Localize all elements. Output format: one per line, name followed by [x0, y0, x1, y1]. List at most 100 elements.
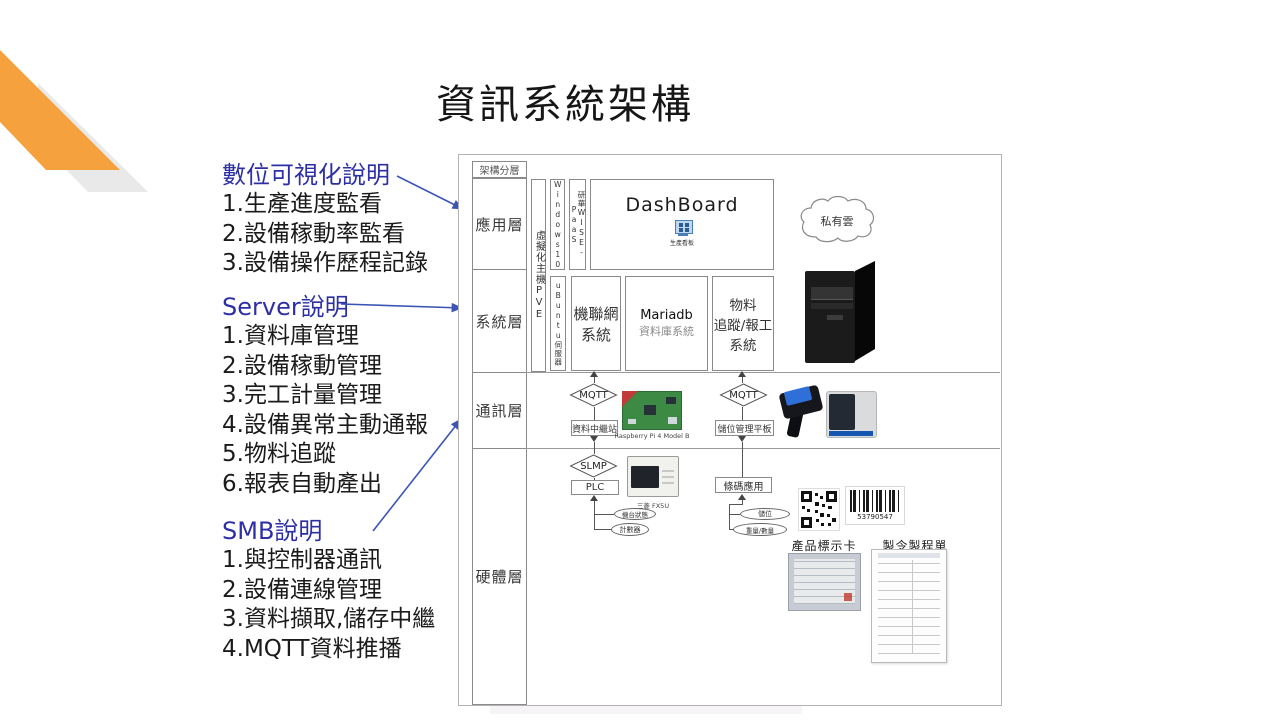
mqtt-diamond-left: MQTT [569, 383, 618, 407]
note-line: 3.完工計量管理 [222, 382, 382, 408]
monitor-icon [675, 220, 693, 234]
product-card-label: 產品標示卡 [791, 539, 857, 553]
cloud-label: 私有雲 [820, 215, 854, 228]
fx5u-detail [662, 482, 674, 484]
handheld-scanner-image [777, 384, 824, 442]
server-front [805, 271, 855, 363]
machine-network-line1: 機聯網 [573, 304, 619, 323]
connector [594, 529, 611, 530]
divider-hw [526, 448, 1000, 449]
connector [594, 442, 595, 454]
connector [594, 501, 595, 530]
box-windows10: Windows10 [550, 179, 565, 270]
server-logo [827, 315, 843, 320]
mqtt-right-label: MQTT [729, 389, 758, 401]
box-material-tracking: 物料 追蹤/報工 系統 [712, 276, 774, 371]
barcode-image: 53790547 [845, 486, 905, 525]
note-line: 1.與控制器通訊 [222, 547, 382, 573]
layer-hardware: 硬體層 [472, 448, 527, 705]
note-line: 1.資料庫管理 [222, 323, 359, 349]
barcode-stripes [850, 490, 900, 512]
connector [594, 514, 614, 515]
box-plc: PLC [571, 480, 619, 495]
tablet-screen [829, 394, 855, 430]
slmp-label: SLMP [580, 460, 607, 472]
note-smb-heading: SMB說明 [222, 517, 323, 545]
mariadb-subtitle: 資料庫系統 [639, 325, 694, 338]
box-wise-paas: 研華WISE-PaaS [569, 179, 586, 270]
monitor-icon-pixel [679, 228, 683, 232]
mariadb-title: Mariadb [640, 308, 693, 323]
tag-storage-bin: 儲位 [740, 508, 790, 520]
monitor-icon-pixel [679, 223, 683, 227]
qr-code-image [798, 488, 840, 531]
connector [742, 500, 743, 505]
monitor-icon-stand [678, 234, 688, 236]
rpi-port [668, 417, 677, 424]
note-line: 2.設備連線管理 [222, 576, 382, 603]
server-side [855, 261, 875, 361]
arrow-up-icon [738, 371, 746, 377]
arrow-up-icon [738, 494, 746, 500]
product-card-stamp [844, 593, 852, 601]
tag-counter: 計數器 [611, 523, 649, 536]
material-line3: 系統 [729, 337, 757, 354]
note-server-heading: Server說明 [222, 293, 349, 321]
box-ubuntu-server: uBuntu伺服器 [550, 276, 566, 371]
material-line1: 物料 [729, 297, 757, 314]
tablet-image [826, 391, 877, 438]
connector [742, 407, 743, 420]
rpi-port [628, 419, 636, 424]
material-line2: 追蹤/報工 [713, 317, 773, 334]
box-barcode-app: 條碼應用 [715, 477, 772, 493]
note-smb: SMB說明 1.與控制器通訊 2.設備連線管理 3.資料擷取,儲存中繼 4.MQ… [222, 516, 472, 664]
machine-network-line2: 系統 [580, 325, 611, 344]
connector [594, 377, 595, 383]
monitor-icon-pixel [685, 223, 689, 227]
work-order-form [878, 560, 940, 654]
arrow-up-icon [590, 371, 598, 377]
fx5u-plc-image [627, 456, 679, 497]
layer-system: 系統層 [472, 269, 527, 373]
monitor-icon-pixel [685, 228, 689, 232]
product-card-image [788, 553, 861, 611]
bottom-strip [490, 706, 802, 714]
work-order-image [871, 549, 947, 663]
note-server: Server說明 1.資料庫管理 2.設備稼動管理 3.完工計量管理 4.設備異… [222, 292, 472, 499]
dashboard-caption: 生產看板 [669, 240, 694, 247]
rpi-chip [644, 405, 656, 415]
connector [594, 407, 595, 420]
tag-machine-status: 機台狀態 [614, 508, 656, 520]
box-data-relay: 資料中繼站 [571, 420, 618, 436]
raspberry-pi-image [622, 391, 682, 430]
cloud-shape [800, 195, 875, 243]
fx5u-panel [631, 466, 659, 488]
work-order-header [878, 553, 940, 558]
box-dashboard: DashBoard 生產看板 [590, 179, 774, 270]
note-line: 1.生產進度監看 [222, 191, 382, 217]
note-visualization-heading: 數位可視化說明 [222, 161, 390, 189]
layer-communication: 通訊層 [472, 372, 527, 449]
layer-application: 應用層 [472, 178, 527, 270]
connector [729, 514, 740, 515]
note-line: 2.設備稼動率監看 [222, 220, 405, 247]
note-visualization: 數位可視化說明 1.生產進度監看 2.設備稼動率監看 3.設備操作歷程記錄 [222, 160, 472, 279]
arrow-down-icon [590, 436, 598, 442]
note-line: 3.資料擷取,儲存中繼 [222, 606, 436, 632]
box-storage-tablet: 儲位管理平板 [715, 420, 774, 436]
dashboard-title: DashBoard [625, 194, 739, 216]
architecture-diagram: 架構分層 應用層 系統層 通訊層 硬體層 虛擬化主機PVE Windows10 … [458, 154, 1002, 706]
fx5u-detail [662, 476, 674, 478]
server-drive-bay [811, 287, 853, 300]
server-slot [811, 303, 853, 309]
box-pve-host: 虛擬化主機PVE [531, 179, 546, 372]
qr-pattern [801, 491, 837, 528]
barcode-number: 53790547 [857, 513, 893, 521]
mqtt-diamond-right: MQTT [719, 383, 768, 407]
slmp-diamond: SLMP [569, 454, 618, 478]
tablet-blue-strip [829, 431, 873, 436]
rpi-caption: Raspberry Pi 4 Model B [614, 432, 690, 440]
arrow-up-icon [590, 495, 598, 501]
